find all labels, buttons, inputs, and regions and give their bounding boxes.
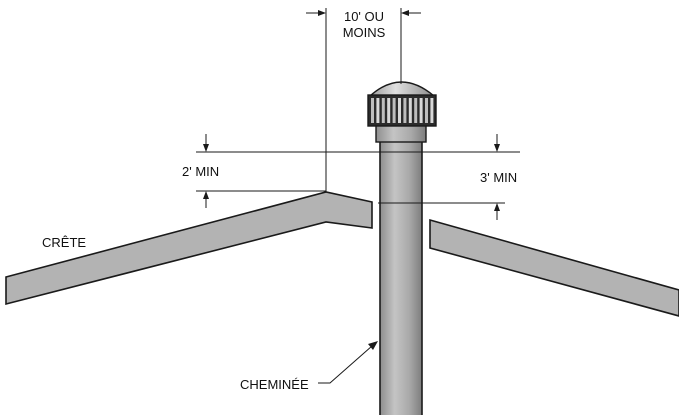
label-3ft-min: 3' MIN — [480, 170, 517, 185]
label-spacing-line2: MOINS — [343, 25, 386, 40]
arrowhead-2ft-bottom — [203, 191, 209, 199]
label-chimney: CHEMINÉE — [240, 377, 309, 392]
arrowhead-3ft-top — [494, 144, 500, 152]
cap-rib — [425, 98, 428, 123]
arrowhead-spacing-right — [401, 10, 409, 16]
cap-rib — [381, 98, 385, 123]
chimney-cap-dome — [368, 81, 436, 97]
cap-rib — [371, 98, 374, 123]
label-spacing-line1: 10' OU — [344, 9, 384, 24]
arrowhead-chimney — [368, 341, 378, 350]
cap-rib — [408, 98, 412, 123]
cap-rib — [392, 98, 396, 123]
arrowhead-3ft-bottom — [494, 203, 500, 211]
cap-rib — [376, 98, 380, 123]
cap-rib — [403, 98, 407, 123]
arrowhead-spacing-left — [318, 10, 326, 16]
chimney-leader-line — [318, 345, 373, 384]
chimney-pipe — [379, 139, 423, 415]
chimney-cap-ribs — [371, 98, 434, 123]
cap-rib — [414, 98, 418, 123]
cap-rib — [430, 98, 434, 123]
label-ridge: CRÊTE — [42, 235, 86, 250]
cap-rib — [419, 98, 423, 123]
label-2ft-min: 2' MIN — [182, 164, 219, 179]
roof-right-section — [429, 218, 679, 317]
cap-rib — [387, 98, 391, 123]
arrowhead-2ft-top — [203, 144, 209, 152]
cap-rib — [398, 98, 401, 123]
